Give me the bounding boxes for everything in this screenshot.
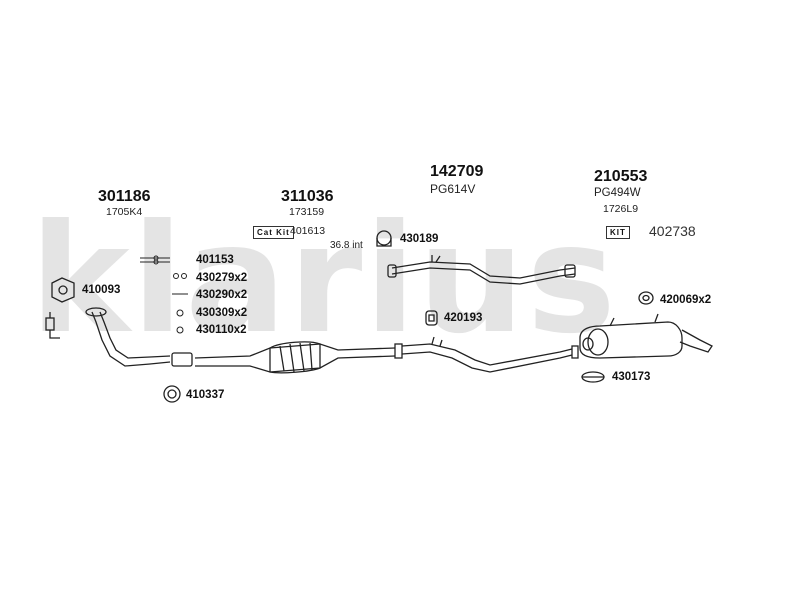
centre-pipe-drawing xyxy=(401,336,579,373)
front-pipe-oe-number: 1705K4 xyxy=(106,206,143,218)
fitting-430110-label: 430110x2 xyxy=(196,324,247,336)
centre-pipe-part-number: 142709 xyxy=(430,163,484,180)
fitting-430290-label: 430290x2 xyxy=(196,289,248,301)
klarius-watermark: klarius xyxy=(30,193,618,367)
fitting-420193-hanger-drawing xyxy=(425,310,438,326)
fitting-430189-clamp-drawing xyxy=(376,230,392,247)
fitting-probe-drawing xyxy=(45,312,60,339)
fitting-410093-label: 410093 xyxy=(82,284,121,296)
fitting-410337-label: 410337 xyxy=(186,389,225,401)
fitting-410337-ring-drawing xyxy=(163,385,181,403)
fitting-430309-label: 430309x2 xyxy=(196,307,248,319)
fitting-430173-label: 430173 xyxy=(612,371,651,383)
catalyst-drawing xyxy=(194,341,403,374)
fitting-401153-label: 401153 xyxy=(196,254,234,266)
cat-kit-number: 401613 xyxy=(290,225,326,237)
rear-box-part-number: 210553 xyxy=(594,168,648,185)
rear-box-oe-number-2: 1726L9 xyxy=(603,203,639,215)
fitting-420069-gasket-drawing xyxy=(638,291,654,305)
fitting-430279-label: 430279x2 xyxy=(196,272,248,284)
rear-box-oe-number-1: PG494W xyxy=(594,187,641,199)
centre-pipe-detail-drawing xyxy=(387,255,576,285)
catalyst-part-number: 311036 xyxy=(281,188,334,205)
fitting-430173-clamp-drawing xyxy=(581,371,605,383)
fitting-430189-label: 430189 xyxy=(400,233,439,245)
fitting-420193-label: 420193 xyxy=(444,312,483,324)
front-pipe-drawing xyxy=(85,307,193,367)
fitting-410093-gasket-drawing xyxy=(51,277,75,303)
fitting-430189-dimension: 36.8 int xyxy=(330,240,363,251)
catalyst-oe-number: 173159 xyxy=(289,206,325,218)
rear-box-drawing xyxy=(579,313,713,359)
front-pipe-part-number: 301186 xyxy=(98,188,151,205)
rear-kit-number: 402738 xyxy=(649,223,696,239)
fitting-bolts-drawing xyxy=(140,255,188,334)
fitting-420069-label: 420069x2 xyxy=(660,294,712,306)
centre-pipe-oe-number: PG614V xyxy=(430,182,476,196)
rear-kit-badge: KIT xyxy=(606,226,630,239)
cat-kit-badge: Cat Kit xyxy=(253,226,294,239)
